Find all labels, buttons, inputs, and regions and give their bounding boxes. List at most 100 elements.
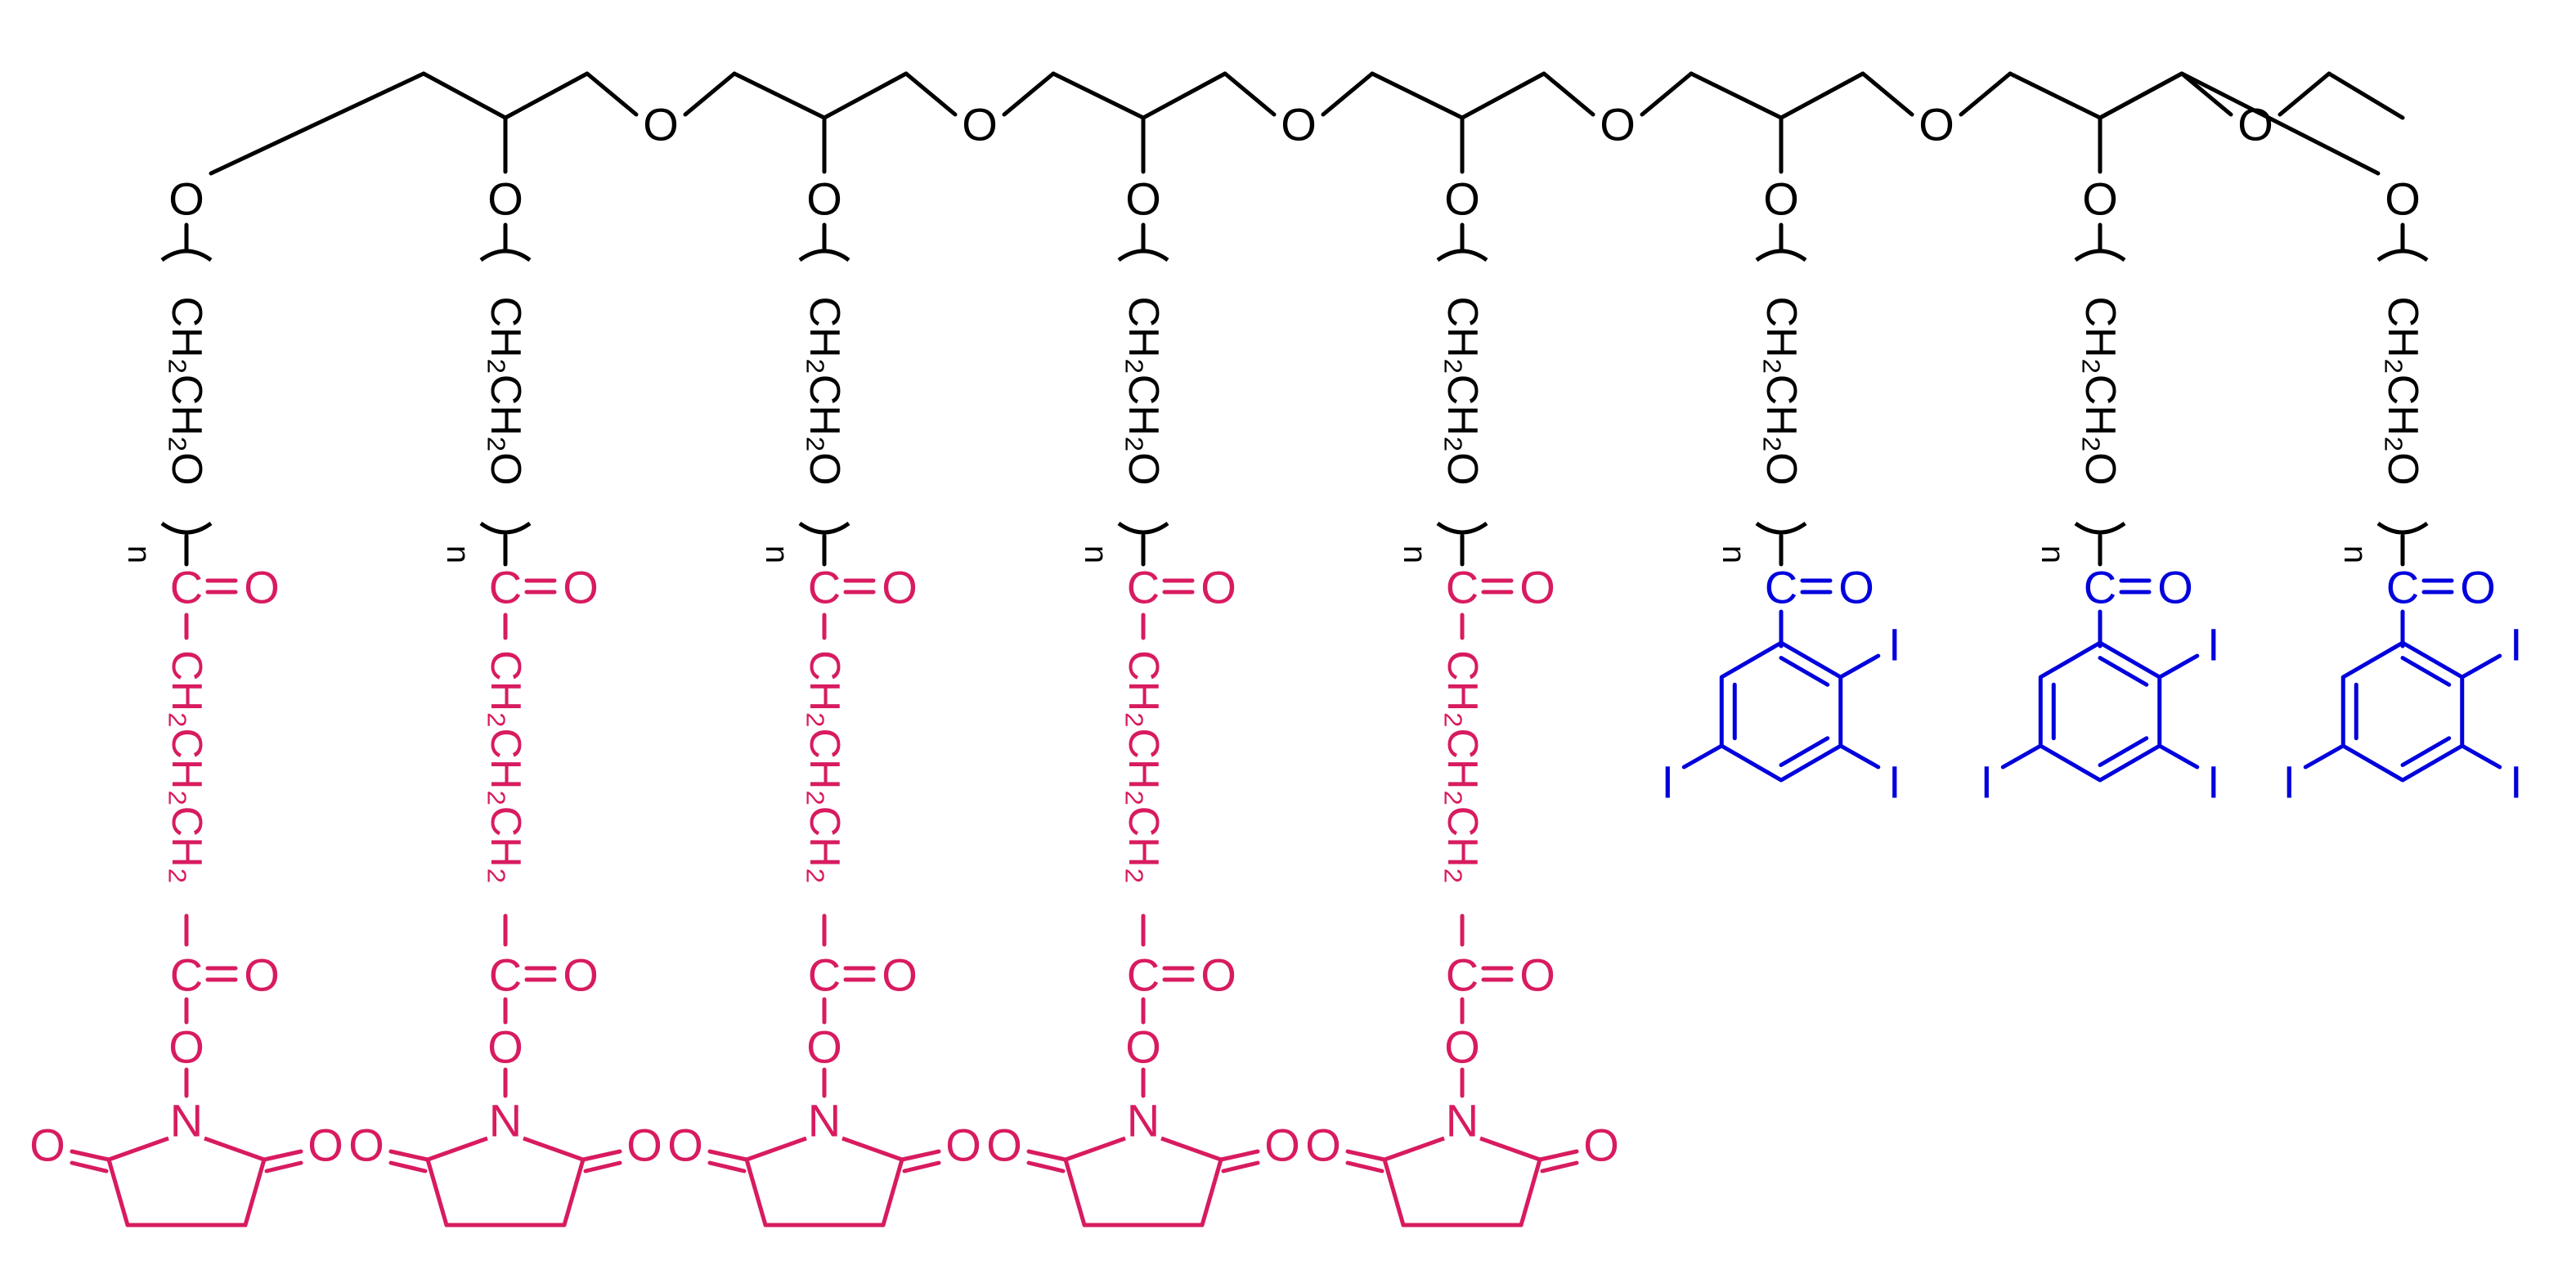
imide-carbonyl-bond [902, 1160, 941, 1174]
backbone-bond [2278, 71, 2331, 117]
backbone-bond [1542, 71, 1595, 117]
iodine-bond [1838, 653, 1881, 680]
succinate-linker: CH₂CH₂CH₂ [482, 650, 529, 884]
imide-carbonyl-bond [1218, 1149, 1260, 1162]
repeat-bracket-bottom [160, 521, 213, 535]
imide-carbonyl-bond [707, 1149, 749, 1162]
repeat-bracket-top [1755, 249, 1807, 263]
succinimide-ring [425, 1136, 586, 1227]
backbone-bond [2327, 71, 2405, 120]
imide-carbonyl-bond [264, 1160, 303, 1174]
repeat-bracket-bottom [798, 521, 850, 535]
imide-carbonyl-bond [262, 1149, 303, 1162]
succinimide-nitrogen: N [170, 1095, 203, 1147]
aromatic-double-bond [2098, 736, 2149, 768]
imide-oxygen: O [1305, 1120, 1341, 1171]
succinimide-ring [1063, 1136, 1223, 1227]
repeat-bracket-bottom [1436, 521, 1488, 535]
arm-oxygen: O [2385, 173, 2421, 225]
backbone-bond [732, 71, 827, 120]
imide-oxygen: O [1583, 1120, 1619, 1171]
linker-carbon: C [489, 949, 522, 1001]
peg-repeat-unit: CH₂CH₂O [1757, 296, 1805, 485]
iodine-bond [2157, 653, 2200, 680]
backbone-bond [1002, 71, 1056, 117]
linker-carbon: C [1446, 949, 1479, 1001]
imide-carbonyl-bond [900, 1149, 941, 1162]
repeat-index: n [2337, 545, 2373, 563]
imide-oxygen: O [945, 1120, 981, 1171]
backbone-bond [585, 71, 639, 117]
repeat-bracket-bottom [1755, 521, 1807, 535]
backbone-bond [1321, 71, 1375, 117]
iodine-atom: I [2282, 756, 2296, 808]
backbone-bond [2098, 71, 2184, 120]
arm-oxygen: O [168, 173, 204, 225]
backbone-bond [1689, 71, 1784, 120]
peg-repeat-unit: CH₂CH₂O [2076, 296, 2124, 485]
ester-oxygen: O [1444, 1021, 1480, 1073]
benzene-ring [2340, 640, 2465, 783]
arm-oxygen: O [1444, 173, 1480, 225]
repeat-bracket-top [1117, 249, 1169, 263]
iodine-bond [1838, 743, 1881, 770]
succinimide-ring [1382, 1136, 1542, 1227]
linker-carbon: C [1127, 949, 1160, 1001]
imide-carbonyl-bond [583, 1160, 622, 1174]
succinimide-ring [744, 1136, 904, 1227]
arm-oxygen: O [806, 173, 842, 225]
carbonyl-oxygen: O [244, 562, 280, 613]
backbone-bond [904, 71, 958, 117]
iodine-bond [1681, 743, 1724, 770]
iodine-atom: I [1888, 619, 1901, 671]
repeat-bracket-top [160, 249, 213, 263]
imide-carbonyl-bond [70, 1160, 109, 1174]
iodine-atom: I [1888, 756, 1901, 808]
imide-carbonyl-bond [1026, 1149, 1068, 1162]
iodine-atom: I [2510, 619, 2523, 671]
backbone-bond [1460, 71, 1546, 120]
repeat-bracket-bottom [479, 521, 532, 535]
backbone-bond [1141, 71, 1227, 120]
backbone-bond [209, 71, 426, 176]
imide-oxygen: O [307, 1120, 343, 1171]
aromatic-double-bond [1779, 655, 1830, 687]
iodine-atom: I [2510, 756, 2523, 808]
arm-oxygen: O [1763, 173, 1799, 225]
backbone-bond [421, 71, 508, 120]
imide-carbonyl-bond [1026, 1160, 1066, 1174]
ester-carbon: C [489, 562, 522, 613]
imide-carbonyl-bond [707, 1160, 747, 1174]
carbonyl-oxygen: O [1200, 949, 1236, 1001]
backbone-bond [1051, 71, 1146, 120]
arm-oxygen: O [487, 173, 523, 225]
repeat-index: n [1716, 545, 1752, 563]
repeat-bracket-top [2376, 249, 2429, 263]
ester-oxygen: O [1125, 1021, 1161, 1073]
ester-carbon: C [808, 562, 841, 613]
backbone-bond [1370, 71, 1465, 120]
arm-oxygen: O [2082, 173, 2118, 225]
carbonyl-oxygen: O [882, 562, 918, 613]
imide-carbonyl-bond [1540, 1160, 1579, 1174]
carbonyl-oxygen: O [563, 949, 599, 1001]
succinimide-ring [106, 1136, 267, 1227]
backbone-ether-oxygen: O [1281, 99, 1317, 150]
imide-carbonyl-bond [70, 1149, 111, 1162]
ester-carbon: C [1446, 562, 1479, 613]
iodine-bond [2303, 743, 2345, 770]
carbonyl-oxygen: O [1200, 562, 1236, 613]
imide-carbonyl-bond [1345, 1149, 1387, 1162]
repeat-index: n [121, 545, 157, 563]
succinimide-nitrogen: N [1446, 1095, 1479, 1147]
backbone-bond [503, 71, 590, 120]
aroyl-carbon: C [1765, 562, 1797, 613]
repeat-bracket-bottom [2074, 521, 2126, 535]
backbone-ether-oxygen: O [962, 99, 998, 150]
repeat-bracket-top [1436, 249, 1488, 263]
